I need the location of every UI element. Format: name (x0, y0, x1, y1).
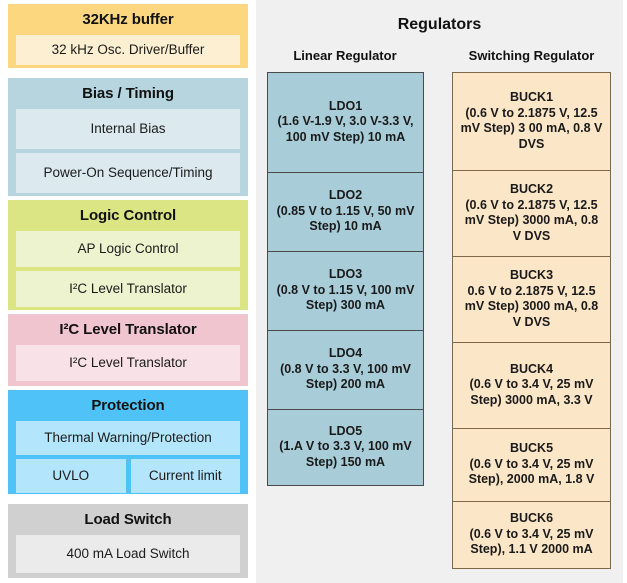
function-block-32khz-buffer: 32KHz buffer 32 kHz Osc. Driver/Buffer (8, 4, 248, 68)
switching-regulator-header: Switching Regulator (468, 48, 595, 63)
block-item: Thermal Warning/Protection (16, 421, 240, 455)
regulator-cell-ldo1: LDO1(1.6 V-1.9 V, 3.0 V-3.3 V, 100 mV St… (268, 73, 423, 172)
regulator-spec: (1.6 V-1.9 V, 3.0 V-3.3 V, 100 mV Step) … (277, 114, 414, 144)
regulator-name: BUCK4 (509, 361, 554, 376)
linear-regulator-column: LDO1(1.6 V-1.9 V, 3.0 V-3.3 V, 100 mV St… (267, 72, 424, 486)
regulator-spec: (0.8 V to 3.3 V, 100 mV Step) 200 mA (280, 361, 411, 392)
regulator-name: BUCK5 (509, 441, 554, 456)
regulator-name: LDO3 (328, 267, 363, 282)
block-item: Power-On Sequence/Timing (16, 153, 240, 193)
regulator-cell-buck2: BUCK2(0.6 V to 2.1875 V, 12.5 mV Step) 3… (453, 170, 610, 256)
block-item: Internal Bias (16, 109, 240, 149)
regulator-name: LDO2 (328, 188, 363, 203)
switching-regulator-column: BUCK1(0.6 V to 2.1875 V, 12.5 mV Step) 3… (452, 72, 611, 569)
block-title: Load Switch (84, 511, 172, 528)
regulator-name: BUCK2 (509, 182, 554, 196)
block-title: Bias / Timing (82, 85, 174, 102)
block-item: UVLO (16, 459, 126, 493)
block-item: AP Logic Control (16, 231, 240, 267)
regulator-cell-buck1: BUCK1(0.6 V to 2.1875 V, 12.5 mV Step) 3… (453, 73, 610, 170)
regulator-cell-ldo4: LDO4(0.8 V to 3.3 V, 100 mV Step) 200 mA (268, 330, 423, 409)
regulator-cell-ldo3: LDO3(0.8 V to 1.15 V, 100 mV Step) 300 m… (268, 251, 423, 330)
regulator-cell-buck6: BUCK6(0.6 V to 3.4 V, 25 mV Step), 1.1 V… (453, 501, 610, 568)
regulators-title: Regulators (397, 16, 482, 33)
regulator-cell-ldo5: LDO5(1.A V to 3.3 V, 100 mV Step) 150 mA (268, 409, 423, 485)
regulator-spec: (0.8 V to 1.15 V, 100 mV Step) 300 mA (276, 282, 415, 313)
regulator-cell-buck5: BUCK5(0.6 V to 3.4 V, 25 mV Step), 2000 … (453, 428, 610, 501)
regulator-name: BUCK3 (509, 268, 554, 282)
block-item: Current limit (130, 459, 240, 493)
regulator-name: BUCK1 (509, 90, 554, 104)
regulator-spec: (0.6 V to 2.1875 V, 12.5 mV Step) 3000 m… (464, 197, 599, 243)
block-title: Logic Control (79, 207, 177, 224)
regulators-panel: Regulators Linear Regulator Switching Re… (256, 0, 623, 583)
block-item: I²C Level Translator (16, 345, 240, 381)
regulator-spec: (0.6 V to 2.1875 V, 12.5 mV Step) 3 00 m… (460, 105, 603, 151)
block-title: I²C Level Translator (59, 321, 197, 338)
block-title: Protection (91, 397, 165, 414)
regulator-name: LDO5 (328, 423, 363, 438)
regulator-name: BUCK6 (509, 511, 554, 526)
regulator-name: LDO1 (328, 98, 363, 113)
regulator-spec: (0.6 V to 3.4 V, 25 mV Step) 3000 mA, 3.… (469, 377, 594, 407)
block-title: 32KHz buffer (82, 11, 174, 28)
regulator-cell-ldo2: LDO2(0.85 V to 1.15 V, 50 mV Step) 10 mA (268, 172, 423, 251)
function-block-load-switch: Load Switch 400 mA Load Switch (8, 504, 248, 578)
regulator-spec: (1.A V to 3.3 V, 100 mV Step) 150 mA (279, 439, 412, 469)
regulator-cell-buck4: BUCK4(0.6 V to 3.4 V, 25 mV Step) 3000 m… (453, 342, 610, 428)
regulator-spec: (0.6 V to 3.4 V, 25 mV Step), 2000 mA, 1… (468, 456, 595, 487)
block-item: 400 mA Load Switch (16, 535, 240, 573)
regulator-name: LDO4 (328, 346, 363, 361)
block-item: 32 kHz Osc. Driver/Buffer (16, 35, 240, 65)
regulator-spec: (0.85 V to 1.15 V, 50 mV Step) 10 mA (276, 203, 415, 234)
linear-regulator-header: Linear Regulator (293, 48, 397, 63)
regulator-spec: (0.6 V to 3.4 V, 25 mV Step), 1.1 V 2000… (469, 526, 594, 557)
regulator-spec: 0.6 V to 2.1875 V, 12.5 mV Step) 3000 mA… (464, 283, 599, 329)
block-item: I²C Level Translator (16, 271, 240, 307)
